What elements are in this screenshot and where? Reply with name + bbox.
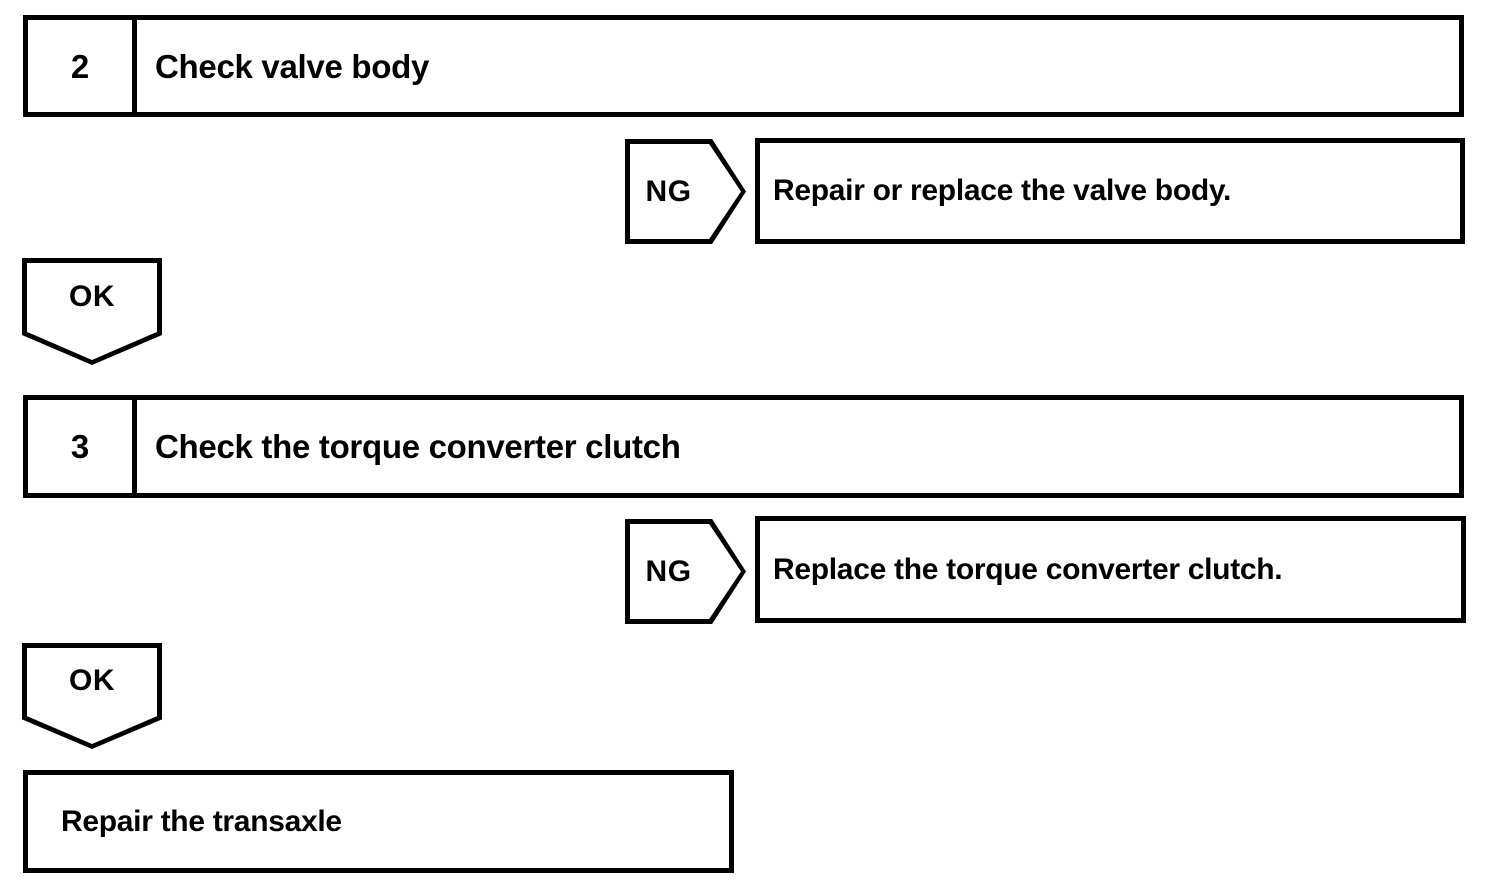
step-number-cell-3: 3: [28, 400, 137, 493]
step-number-3: 3: [70, 428, 90, 465]
ng-action-text-3: Replace the torque converter clutch.: [773, 552, 1283, 586]
step-box-2[interactable]: 2 Check valve body: [23, 15, 1464, 117]
step-box-3[interactable]: 3 Check the torque converter clutch: [23, 395, 1464, 498]
ng-flag-2: NG: [625, 139, 746, 244]
ng-label-3: NG: [645, 554, 692, 588]
ok-flag-2: OK: [22, 258, 162, 365]
final-result-text: Repair the transaxle: [61, 804, 342, 838]
ok-flag-3: OK: [22, 643, 162, 749]
step-title-3: Check the torque converter clutch: [155, 428, 681, 465]
ng-action-box-3[interactable]: Replace the torque converter clutch.: [755, 516, 1466, 623]
step-number-2: 2: [70, 47, 90, 85]
step-title-cell-2: Check valve body: [137, 20, 1459, 112]
ng-action-text-2: Repair or replace the valve body.: [773, 174, 1232, 207]
ng-action-box-2[interactable]: Repair or replace the valve body.: [755, 138, 1465, 244]
ok-label-3: OK: [69, 664, 115, 698]
final-result-box[interactable]: Repair the transaxle: [23, 770, 734, 873]
ng-flag-3: NG: [625, 519, 746, 624]
step-number-cell-2: 2: [28, 20, 137, 112]
step-title-cell-3: Check the torque converter clutch: [137, 400, 1459, 493]
ng-label-2: NG: [645, 174, 692, 208]
step-title-2: Check valve body: [155, 47, 429, 85]
ok-label-2: OK: [69, 279, 115, 313]
